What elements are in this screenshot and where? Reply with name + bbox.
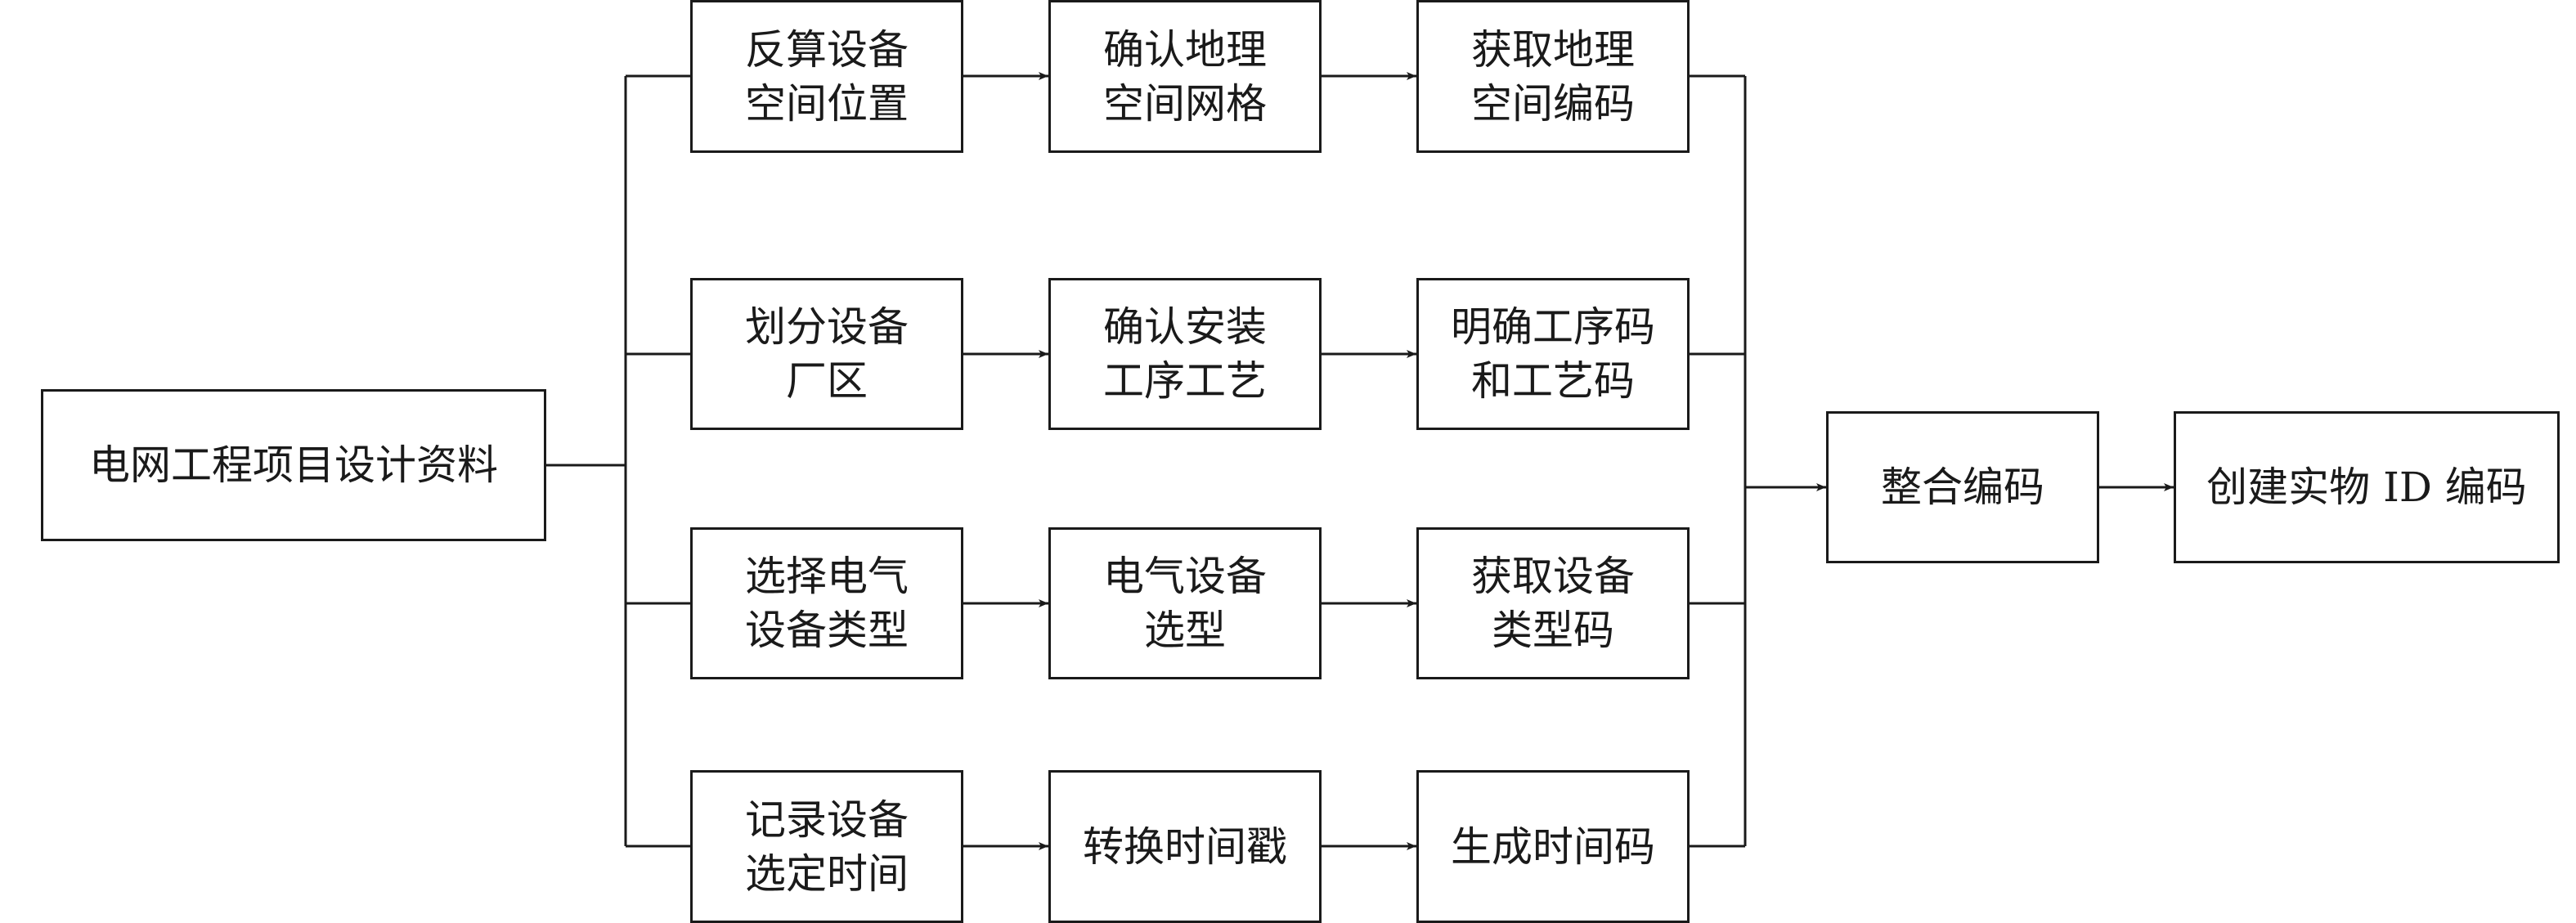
node-label-line: 整合编码 (1881, 464, 2044, 511)
branch-2-step-2-node: 确认安装工序工艺 (1048, 278, 1322, 430)
source-node: 电网工程项目设计资料 (41, 389, 546, 541)
branch-1-step-3-node: 获取地理空间编码 (1416, 0, 1690, 153)
node-label-line: 厂区 (786, 357, 868, 405)
node-label-line: 工序工艺 (1103, 357, 1267, 405)
node-label-line: 记录设备 (745, 795, 909, 844)
node-label-line: 电网工程项目设计资料 (89, 441, 498, 489)
result-node: 创建实物 ID 编码 (2174, 411, 2560, 563)
node-label-line: 空间网格 (1103, 79, 1267, 128)
node-label-line: 获取地理 (1471, 25, 1635, 74)
branch-3-step-3-node: 获取设备类型码 (1416, 527, 1690, 679)
node-label-line: 明确工序码 (1451, 303, 1655, 351)
branch-2-step-1-node: 划分设备厂区 (690, 278, 963, 430)
node-label-line: 电气设备 (1103, 553, 1267, 600)
node-label-line: 获取设备 (1471, 553, 1635, 600)
node-label-line: 空间位置 (745, 79, 909, 128)
branch-2-step-3-node: 明确工序码和工艺码 (1416, 278, 1690, 430)
branch-4-step-2-node: 转换时间戳 (1048, 770, 1322, 923)
node-label-line: 类型码 (1492, 607, 1614, 654)
node-label-line: 设备类型 (745, 607, 909, 654)
branch-4-step-1-node: 记录设备选定时间 (690, 770, 963, 923)
node-label-line: 选择电气 (745, 553, 909, 600)
node-label-line: 空间编码 (1471, 79, 1635, 128)
branch-1-step-1-node: 反算设备空间位置 (690, 0, 963, 153)
node-label-line: 确认安装 (1103, 303, 1267, 351)
branch-3-step-2-node: 电气设备选型 (1048, 527, 1322, 679)
branch-4-step-3-node: 生成时间码 (1416, 770, 1690, 923)
node-label-line: 生成时间码 (1451, 822, 1655, 871)
node-label-line: 选型 (1144, 607, 1226, 654)
node-label-line: 选定时间 (745, 849, 909, 898)
node-label-line: 划分设备 (745, 303, 909, 351)
merge-node: 整合编码 (1826, 411, 2099, 563)
node-label-line: 转换时间戳 (1083, 822, 1287, 871)
branch-1-step-2-node: 确认地理空间网格 (1048, 0, 1322, 153)
node-label-line: 和工艺码 (1471, 357, 1635, 405)
node-label-line: 创建实物 ID 编码 (2206, 464, 2527, 511)
branch-3-step-1-node: 选择电气设备类型 (690, 527, 963, 679)
node-label-line: 确认地理 (1103, 25, 1267, 74)
node-label-line: 反算设备 (745, 25, 909, 74)
